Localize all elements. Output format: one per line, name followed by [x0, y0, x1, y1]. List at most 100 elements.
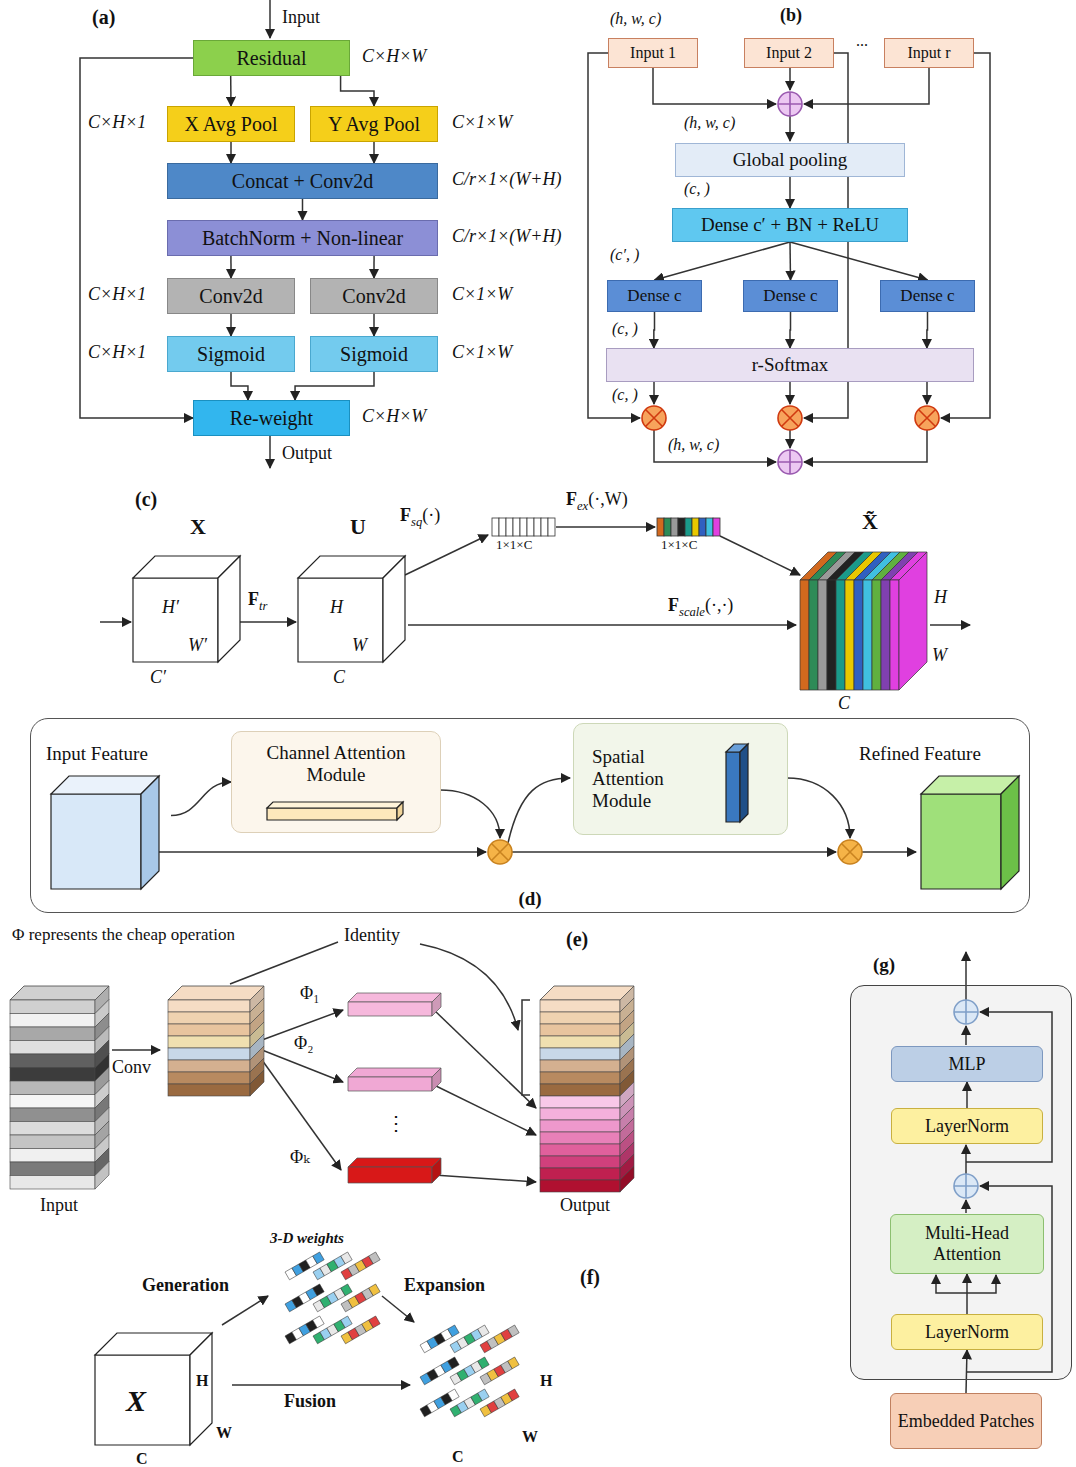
tensor-cube [95, 1333, 212, 1445]
channel-stripe [540, 1156, 620, 1168]
slab-face [845, 580, 854, 690]
channel-stripe [540, 1072, 620, 1084]
channel-stripe [10, 1095, 95, 1109]
channel-stripe [10, 1108, 95, 1122]
label: W [522, 1428, 538, 1446]
weight-cell [508, 1389, 519, 1401]
cube-face [267, 808, 397, 820]
attention-box: Multi-Head Attention [890, 1214, 1044, 1274]
cube-face [921, 794, 1001, 889]
cube-face [218, 556, 240, 662]
arrow [936, 1275, 966, 1293]
node-text: Dense c [763, 286, 817, 306]
input-cube [51, 776, 159, 889]
label: (f) [580, 1266, 600, 1288]
node-text: LayerNorm [925, 1322, 1009, 1343]
vector-cell [541, 518, 548, 536]
label: H [330, 598, 343, 618]
channel-stripe [168, 1000, 250, 1012]
label: (h, w, c) [684, 114, 735, 132]
vector-cell [706, 518, 713, 536]
label: C′ [150, 668, 166, 688]
node-illustration [46, 739, 171, 909]
channel-stripe [540, 1120, 620, 1132]
vector-cell [527, 518, 534, 536]
ghost-slab [348, 993, 441, 1016]
vector-cell [499, 518, 506, 536]
label: Φₖ [290, 1148, 310, 1168]
node-text: Y Avg Pool [328, 113, 420, 136]
mlp-box: MLP [891, 1046, 1043, 1082]
label: H [934, 588, 947, 608]
weight-cell [313, 1252, 324, 1264]
label: ⋮ [386, 1112, 406, 1134]
label: C×H×1 [88, 343, 146, 363]
weights-3d [285, 1252, 380, 1344]
channel-stripe [10, 1041, 95, 1055]
arrow [440, 790, 500, 838]
label: Fsq(·) [400, 506, 440, 529]
output-arrow [269, 436, 271, 468]
label: (h, w, c) [668, 436, 719, 454]
conv-box: Conv2d [167, 278, 295, 314]
stack-side [250, 1070, 264, 1096]
slab-face [818, 580, 827, 690]
arrow [512, 851, 836, 853]
weight-cell [341, 1316, 352, 1328]
label: C/r×1×(W+H) [452, 170, 561, 190]
label: Fusion [284, 1392, 336, 1412]
channel-stripe [10, 1162, 95, 1176]
label: U [350, 515, 366, 539]
channel-stripe [10, 1014, 95, 1028]
weight-cell [508, 1325, 519, 1337]
operator-circle [954, 1174, 978, 1198]
operator-circle [642, 406, 666, 430]
channel-stripe [540, 1000, 620, 1012]
vector-cell [664, 518, 671, 536]
node-text: Conv2d [342, 285, 405, 308]
label: (c) [135, 488, 157, 510]
cube-face [190, 1333, 212, 1445]
weight-cell [341, 1284, 352, 1296]
label: (a) [92, 6, 115, 28]
node-text: Dense c′ + BN + ReLU [701, 214, 879, 236]
node-text: MLP [948, 1054, 985, 1075]
arrow [100, 621, 131, 623]
weight-bar [285, 1252, 324, 1280]
operator-circle [778, 450, 802, 474]
label: C×1×W [452, 285, 512, 305]
node-text: Input 2 [766, 44, 812, 62]
label: Expansion [404, 1276, 485, 1296]
node-text: (g) [873, 954, 895, 976]
label: W′ [188, 636, 207, 656]
connector [230, 314, 232, 336]
label: H [196, 1372, 208, 1390]
label: C [333, 668, 345, 688]
wire [789, 382, 791, 404]
slab-face [348, 1068, 441, 1077]
operator-circle [488, 840, 512, 864]
channel-stripe [540, 1096, 620, 1108]
weight-bar [341, 1316, 380, 1344]
node-text: LayerNorm [925, 1116, 1009, 1137]
vector-cell [657, 518, 664, 536]
label: 1×1×C [661, 538, 697, 552]
node-text: Sigmoid [340, 343, 408, 366]
channel-stripe [10, 1081, 95, 1095]
label: (c′, ) [610, 246, 639, 264]
wire [653, 382, 655, 404]
multiply-operator [778, 406, 802, 430]
label: (e) [566, 928, 588, 950]
arrow [434, 1085, 536, 1135]
node-text: Input r [907, 44, 950, 62]
wire [789, 116, 791, 141]
refined-cube [921, 776, 1019, 889]
arrow [434, 1175, 536, 1182]
label: Input [40, 1196, 78, 1216]
weight-bar [480, 1325, 519, 1353]
add-operator [778, 450, 802, 474]
wire [789, 430, 791, 448]
label: Fscale(·,·) [668, 596, 733, 619]
label: C×H×1 [88, 285, 146, 305]
weight-bar [480, 1389, 519, 1417]
